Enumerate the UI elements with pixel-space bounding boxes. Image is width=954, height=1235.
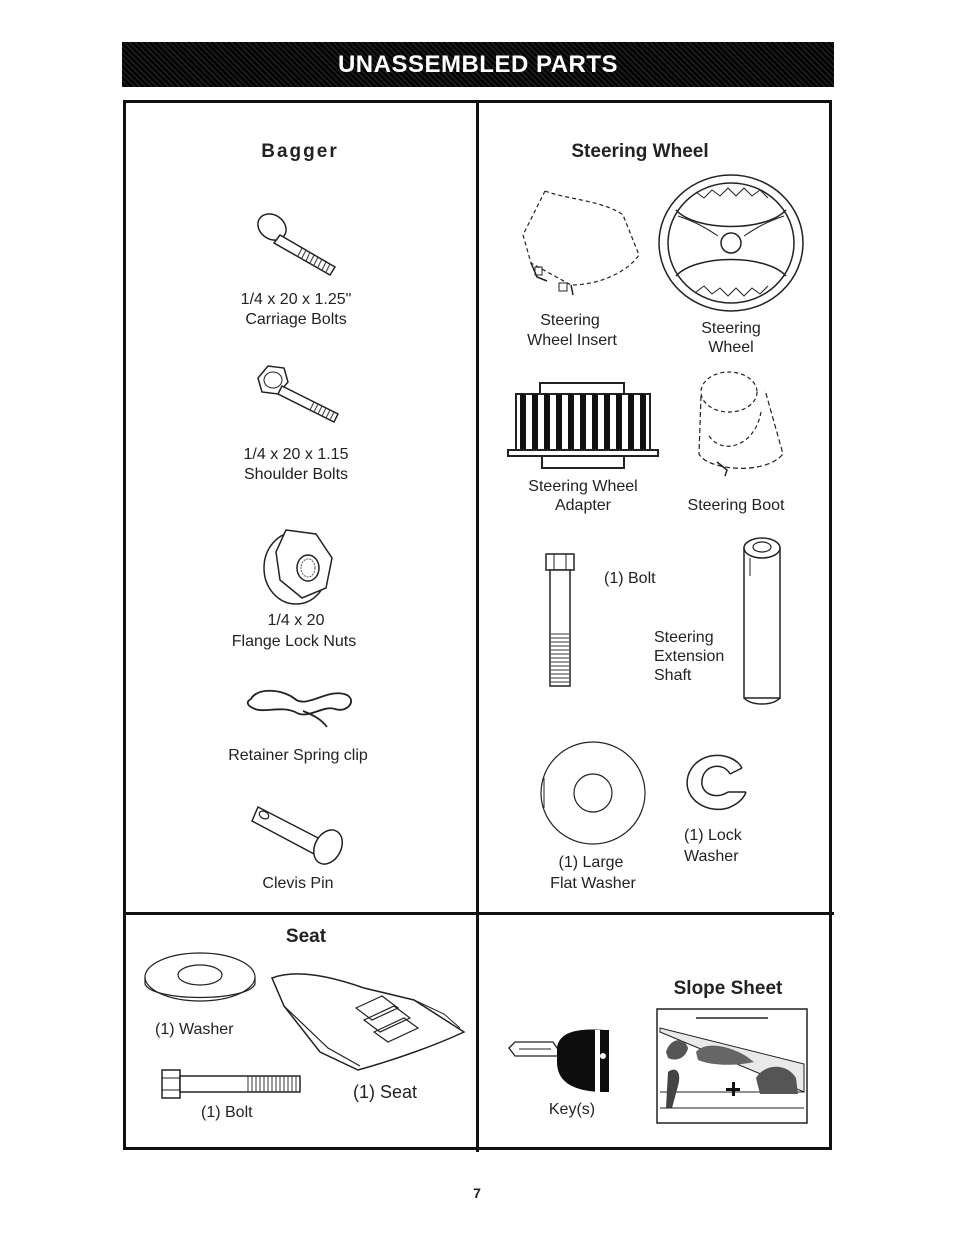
steering-adapter-icon [507,382,659,469]
wheel-line2: Wheel [708,339,754,356]
shaft-line1: Steering [654,629,714,646]
seat-bolt-label: (1) Bolt [201,1104,253,1121]
clevis-pin-icon [251,805,344,865]
adapter-line2: Adapter [554,497,612,514]
shoulder-bolts-label: Shoulder Bolts [243,466,349,483]
insert-line1: Steering [540,312,600,329]
flange-nuts-size: 1/4 x 20 [267,612,325,629]
shaft-line2: Extension [654,648,725,665]
steering-bolt-icon [545,553,575,687]
page-number: 7 [473,1185,481,1201]
lock-washer-icon [686,754,747,811]
steering-bolt-label: (1) Bolt [604,570,656,587]
section-title: UNASSEMBLED PARTS [337,50,619,78]
seat-bolt-icon [161,1069,301,1099]
seat-washer-label: (1) Washer [155,1021,234,1038]
lock-washer-line2: Washer [684,848,739,865]
steering-heading: Steering Wheel [571,141,709,162]
flange-nut-icon [263,529,333,605]
keys-label: Key(s) [548,1101,596,1118]
column-divider [476,100,479,1152]
spring-clip-icon [246,689,352,728]
boot-label: Steering Boot [687,497,785,514]
flange-nuts-label: Flange Lock Nuts [231,633,357,650]
shaft-line3: Shaft [654,667,692,684]
slope-sheet-icon [656,1008,808,1124]
wheel-line1: Steering [701,320,761,337]
seat-heading: Seat [285,926,327,947]
clevis-pin-label: Clevis Pin [262,875,334,892]
spring-clip-label: Retainer Spring clip [228,747,368,764]
row-divider [123,912,834,915]
seat-icon [270,973,466,1071]
key-icon [508,1029,609,1092]
flat-washer-line1: (1) Large [558,854,624,871]
section-banner: UNASSEMBLED PARTS [122,42,834,87]
seat-label: (1) Seat [353,1082,418,1102]
shoulder-bolt-icon [257,365,340,424]
adapter-line1: Steering Wheel [528,478,638,495]
lock-washer-line1: (1) Lock [684,827,742,844]
shoulder-bolts-size: 1/4 x 20 x 1.15 [243,446,349,463]
slope-sheet-heading: Slope Sheet [673,978,783,999]
flat-washer-icon [540,741,646,845]
flat-washer-line2: Flat Washer [550,875,636,892]
steering-boot-icon [698,371,784,477]
insert-line2: Wheel Insert [527,332,617,349]
carriage-bolts-size: 1/4 x 20 x 1.25" [240,291,352,308]
extension-shaft-icon [743,537,781,705]
steering-wheel-icon [658,174,804,312]
carriage-bolt-icon [257,213,337,277]
bagger-heading: Bagger [261,141,339,162]
carriage-bolts-label: Carriage Bolts [245,311,347,328]
steering-insert-icon [522,190,640,296]
seat-washer-icon [144,952,256,1002]
